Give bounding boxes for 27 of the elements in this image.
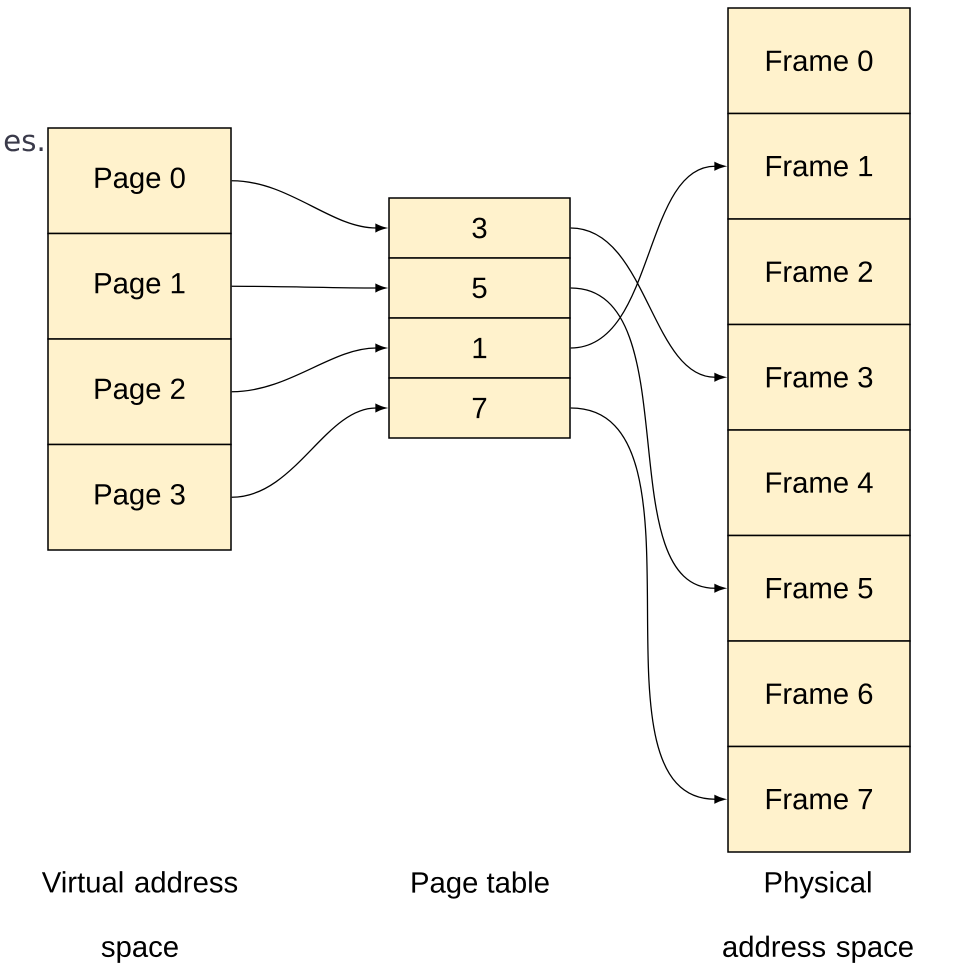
frame-cell: Frame 5: [727, 534, 911, 642]
frame-cell: Frame 2: [727, 218, 911, 326]
frame-cell: Frame 6: [727, 640, 911, 748]
frame-cell: Frame 7: [727, 746, 911, 853]
cut-off-text: es.: [4, 134, 43, 152]
arrow: [570, 287, 726, 592]
arrow: [570, 227, 726, 382]
arrow: [232, 180, 386, 232]
page-cell: Page 3: [47, 444, 232, 551]
frame-cell: Frame 1: [727, 112, 911, 220]
table-entry: 7: [388, 377, 571, 439]
frame-cell: Frame 0: [727, 7, 911, 114]
frame-cell: Frame 4: [727, 429, 911, 536]
table-entry: 5: [388, 257, 571, 319]
arrow: [232, 284, 386, 292]
caption: Virtual address space: [42, 871, 238, 963]
caption: Page table: [412, 871, 549, 899]
arrow: [232, 404, 386, 498]
page-cell: Page 0: [47, 127, 232, 234]
table-entry: 1: [388, 317, 571, 379]
table-entry: 3: [388, 197, 571, 259]
page-cell: Page 1: [47, 232, 232, 340]
page-cell: Page 2: [47, 338, 232, 446]
arrow: [570, 407, 726, 804]
arrow: [570, 162, 726, 349]
frame-cell: Frame 3: [727, 324, 911, 431]
arrow: [232, 344, 386, 392]
